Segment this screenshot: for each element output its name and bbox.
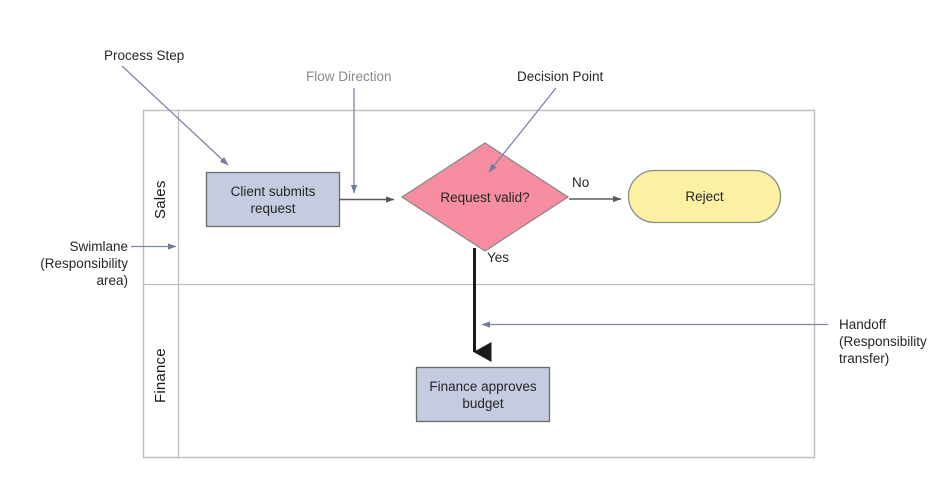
node-finance-approves-budget[interactable] [415, 366, 551, 423]
edge-label-no: No [572, 175, 590, 190]
annotation-leader-decision-point [488, 87, 557, 173]
annotation-handoff: Handoff (Responsibility transfer) [839, 317, 927, 366]
annotation-process-step: Process Step [104, 48, 185, 63]
swimlane-title-finance: Finance [152, 348, 169, 404]
edge-label-yes: Yes [487, 250, 510, 265]
annotation-leader-process-step [121, 65, 229, 166]
annotation-decision-point: Decision Point [517, 69, 604, 84]
node-request-valid[interactable] [400, 142, 570, 252]
annotation-flow-direction: Flow Direction [306, 69, 392, 84]
swimlane-container [142, 109, 816, 459]
annotation-swimlane: Swimlane (Responsibility area) [40, 239, 128, 288]
node-reject[interactable] [627, 169, 782, 224]
node-client-submits-request[interactable] [205, 171, 341, 228]
swimlane-title-sales: Sales [152, 180, 169, 220]
